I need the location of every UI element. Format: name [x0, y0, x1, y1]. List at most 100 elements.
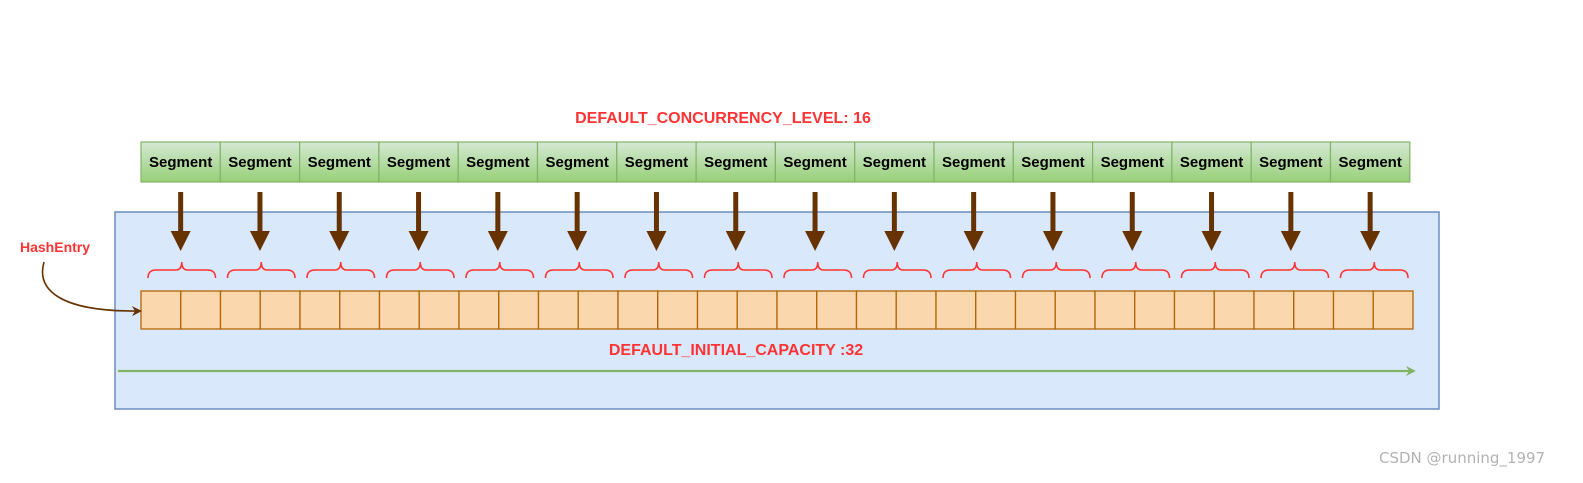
bucket-brace [942, 261, 1012, 279]
segment-box: Segment [616, 141, 697, 183]
segment-box: Segment [774, 141, 856, 183]
arrow-head [884, 231, 905, 251]
segment-label: Segment [1259, 154, 1322, 171]
hash-entry-bucket [180, 290, 222, 330]
arrow-head [567, 231, 588, 251]
segment-label: Segment [228, 154, 291, 171]
segment-down-arrow [1280, 192, 1301, 251]
segment-label: Segment [1180, 154, 1243, 171]
segment-down-arrow [487, 192, 508, 251]
bucket-brace [1339, 261, 1409, 279]
segment-down-arrow [805, 192, 826, 251]
segment-down-arrow [646, 192, 667, 251]
hash-entry-bucket [378, 290, 420, 330]
hash-entry-bucket [617, 290, 659, 330]
hash-entry-bucket [1253, 290, 1295, 330]
segment-label: Segment [704, 154, 767, 171]
concurrency-level-title: DEFAULT_CONCURRENCY_LEVEL: 16 [575, 110, 871, 127]
bucket-brace [862, 261, 932, 279]
segment-box: Segment [1329, 141, 1411, 183]
bucket-brace [1180, 261, 1250, 279]
hash-entry-bucket [1213, 290, 1255, 330]
arrow-head [1201, 231, 1222, 251]
hash-entry-bucket [1014, 290, 1056, 330]
bucket-brace [783, 261, 853, 279]
hash-entry-bucket [1094, 290, 1136, 330]
segment-down-arrow [725, 192, 746, 251]
segment-rect [616, 141, 697, 183]
hash-entry-bucket [895, 290, 937, 330]
segment-box: Segment [1012, 141, 1094, 183]
arrow-head [1042, 231, 1063, 251]
initial-capacity-label: DEFAULT_INITIAL_CAPACITY :32 [609, 342, 863, 359]
arrow-head [805, 231, 826, 251]
hash-entry-bucket [657, 290, 699, 330]
segment-label: Segment [942, 154, 1005, 171]
segment-label: Segment [1338, 154, 1401, 171]
segment-rect [1250, 141, 1332, 183]
hash-entry-bucket [418, 290, 460, 330]
arrow-head [170, 231, 191, 251]
segment-box: Segment [378, 141, 459, 183]
arrow-head [249, 231, 270, 251]
segment-label: Segment [387, 154, 450, 171]
segment-box: Segment [1091, 141, 1173, 183]
segment-arrows [170, 192, 1381, 251]
segment-box: Segment [854, 141, 935, 183]
segment-label: Segment [149, 154, 212, 171]
hash-entry-bucket [537, 290, 579, 330]
hash-entry-bucket [1293, 290, 1335, 330]
bucket-brace [1021, 261, 1091, 279]
hash-entry-bucket [339, 290, 381, 330]
segment-down-arrow [329, 192, 350, 251]
segment-rect [1329, 141, 1411, 183]
hash-entry-bucket [259, 290, 301, 330]
hash-entry-bucket [975, 290, 1017, 330]
arrow-head [963, 231, 984, 251]
hash-entry-bucket [816, 290, 858, 330]
bucket-brace [1101, 261, 1171, 279]
segment-rect [1012, 141, 1094, 183]
hash-entry-bucket [736, 290, 778, 330]
hash-entry-bucket [498, 290, 540, 330]
bucket-braces [147, 261, 1409, 279]
bucket-brace [147, 261, 217, 279]
segment-box: Segment [457, 141, 539, 183]
hash-entry-bucket [577, 290, 619, 330]
segment-label: Segment [545, 154, 608, 171]
segment-box: Segment [1171, 141, 1252, 183]
segment-down-arrow [884, 192, 905, 251]
hash-entry-bucket [776, 290, 818, 330]
hash-entry-bucket [1332, 290, 1374, 330]
segment-down-arrow [1201, 192, 1222, 251]
segment-box: Segment [933, 141, 1014, 183]
segment-rect [219, 141, 301, 183]
segment-rect [933, 141, 1014, 183]
segment-down-arrow [1122, 192, 1143, 251]
segment-down-arrow [1360, 192, 1381, 251]
segment-rect [457, 141, 539, 183]
segment-box: Segment [695, 141, 776, 183]
hash-entry-bucket [696, 290, 738, 330]
hash-entry-bucket [935, 290, 977, 330]
bucket-brace [703, 261, 773, 279]
bucket-brace [465, 261, 535, 279]
segment-label: Segment [783, 154, 846, 171]
segment-row: Segment Segment Segment Segment Segment Segme… [140, 141, 1411, 183]
arrow-head [646, 231, 667, 251]
segment-box: Segment [299, 141, 380, 183]
segment-label: Segment [466, 154, 529, 171]
hash-entry-bucket [140, 290, 182, 330]
segment-down-arrow [963, 192, 984, 251]
hash-entry-bucket [299, 290, 341, 330]
segment-label: Segment [625, 154, 688, 171]
arrow-head [1122, 231, 1143, 251]
segment-rect [695, 141, 776, 183]
bucket-brace [624, 261, 694, 279]
segment-label: Segment [863, 154, 926, 171]
segment-down-arrow [408, 192, 429, 251]
segment-label: Segment [1101, 154, 1164, 171]
segment-down-arrow [170, 192, 191, 251]
hash-entry-bucket [458, 290, 500, 330]
